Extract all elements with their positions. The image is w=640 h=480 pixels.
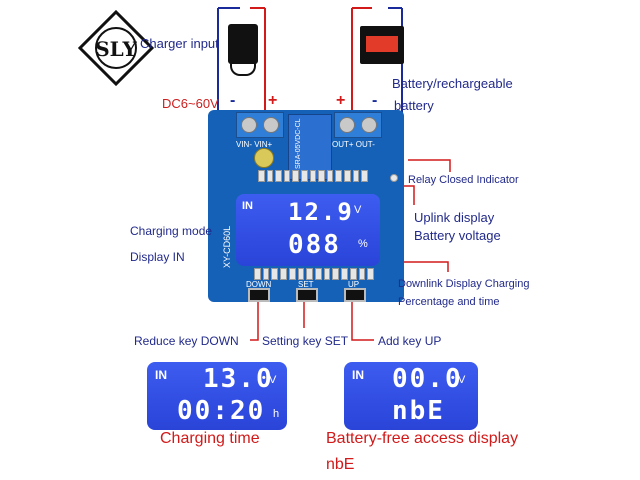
charging-time-caption: Charging time [160, 430, 260, 447]
pcb-board: VIN- VIN+ OUT+ OUT- SRA-05VDC-CL IN 12.9… [208, 110, 404, 302]
btn-up-label: UP [348, 280, 360, 289]
battery-label: Battery/rechargeable [392, 76, 513, 91]
btn-set-label: SET [298, 280, 314, 289]
battery-label-2: battery [394, 98, 434, 113]
lcd-percent-unit: % [358, 238, 368, 250]
lcd-percent-value: 088 [288, 230, 341, 260]
pin-header-bottom [254, 268, 375, 280]
charging-mode-label: Charging mode [130, 224, 213, 238]
input-terminal [236, 112, 284, 138]
setting-key-label: Setting key SET [262, 334, 349, 348]
plus-right-label: + [336, 92, 346, 109]
add-key-label: Add key UP [378, 334, 442, 348]
lcd1-time-unit: h [273, 408, 280, 420]
battery-icon [360, 26, 404, 64]
board-lcd: IN 12.9 V 088 % [236, 194, 380, 266]
pin-header-top [258, 170, 368, 182]
percentage-time-label: Percentage and time [398, 296, 500, 308]
lcd-in-label: IN [242, 200, 253, 212]
lcd-battery-free: IN 00.0 V nbE [344, 362, 478, 430]
battery-free-caption-2: nbE [326, 456, 355, 473]
logo: SLY [77, 9, 155, 87]
plus-left-label: + [268, 92, 278, 109]
lcd2-voltage-unit: V [458, 374, 466, 386]
downlink-display-label: Downlink Display Charging [398, 278, 530, 290]
screw-icon [339, 117, 355, 133]
screw-icon [241, 117, 257, 133]
screw-icon [263, 117, 279, 133]
lcd1-voltage-unit: V [269, 374, 277, 386]
minus-right-label: - [372, 92, 378, 109]
voltage-range-label: DC6~60V [162, 96, 219, 111]
charger-input-label: Charger input [140, 36, 219, 51]
reduce-key-label: Reduce key DOWN [134, 334, 239, 348]
relay-text: SRA-05VDC-CL [295, 118, 302, 169]
lcd-voltage-unit: V [354, 204, 362, 216]
charger-cable [230, 62, 256, 76]
output-terminal [334, 112, 382, 138]
lcd2-in-label: IN [352, 368, 364, 382]
logo-text: SLY [95, 37, 137, 61]
lcd1-in-label: IN [155, 368, 167, 382]
relay-indicator-label: Relay Closed Indicator [408, 174, 519, 186]
logo-seal-icon: SLY [77, 9, 155, 87]
up-button[interactable] [344, 288, 366, 302]
lcd-voltage-value: 12.9 [288, 198, 354, 226]
model-label: XY-CD60L [222, 225, 232, 268]
uplink-display-label: Uplink display [414, 210, 495, 225]
battery-free-caption: Battery-free access display [326, 430, 519, 447]
btn-down-label: DOWN [246, 280, 272, 289]
minus-left-label: - [230, 92, 236, 109]
capacitor [254, 148, 274, 168]
lcd-charging-time: IN 13.0 V 00:20 h [147, 362, 287, 430]
down-button[interactable] [248, 288, 270, 302]
output-terminal-label: OUT+ OUT- [332, 140, 375, 149]
charger-icon [228, 24, 258, 64]
lcd2-status-value: nbE [392, 396, 445, 426]
set-button[interactable] [296, 288, 318, 302]
input-terminal-label: VIN- VIN+ [236, 140, 273, 149]
screw-icon [361, 117, 377, 133]
lcd1-voltage-value: 13.0 [203, 364, 274, 394]
display-in-label: Display IN [130, 250, 185, 264]
battery-voltage-label: Battery voltage [414, 228, 501, 243]
lcd2-voltage-value: 00.0 [392, 364, 463, 394]
relay-led-icon [390, 174, 398, 182]
lcd1-time-value: 00:20 [177, 396, 266, 426]
